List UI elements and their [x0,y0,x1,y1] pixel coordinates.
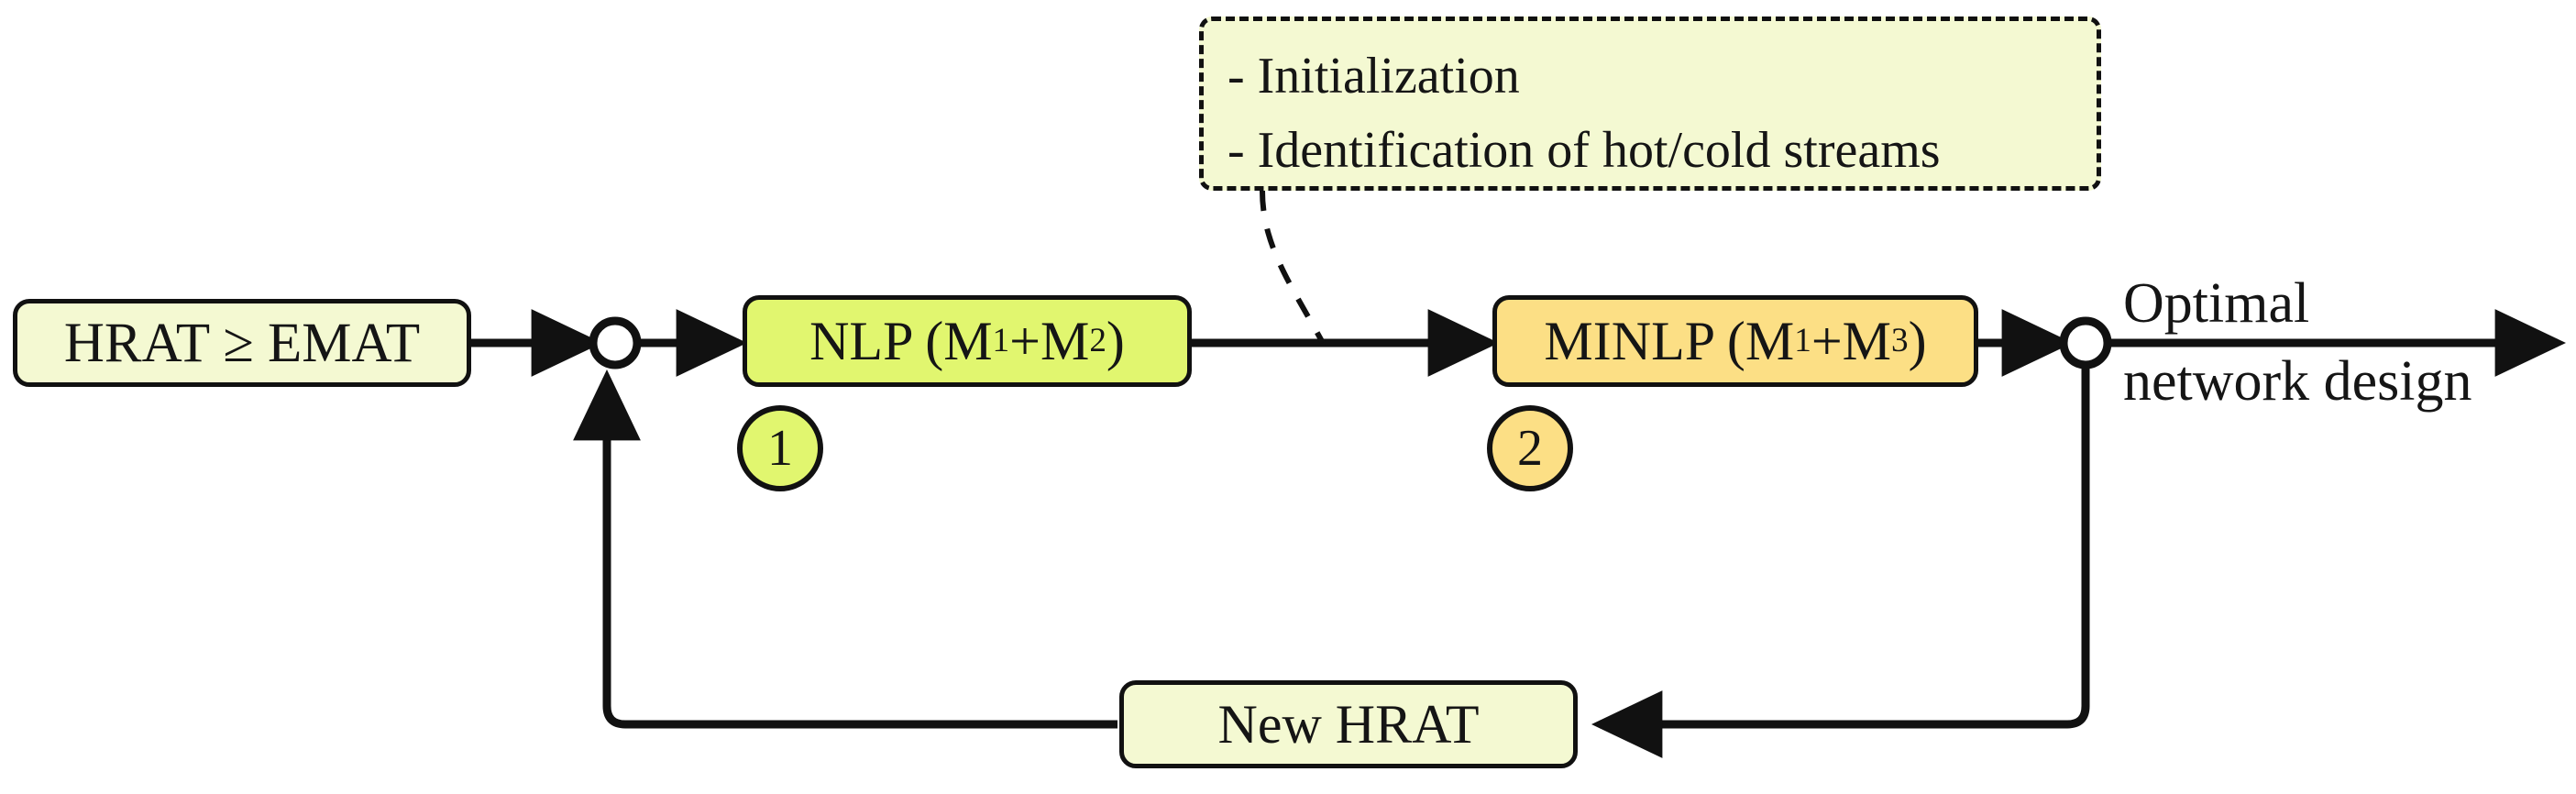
node-nlp-label-end: ) [1106,311,1125,371]
summing-junction-left [589,316,642,369]
edge-newhrat-to-junction [573,369,1117,729]
output-label-line1: Optimal [2123,272,2310,335]
callout-line-identification: - Identification of hot/cold streams [1227,122,1941,180]
step-badge-1[interactable]: 1 [737,405,823,491]
callout-annotation-box[interactable]: - Initialization - Identification of hot… [1199,17,2101,191]
node-minlp-label-mid: +M [1811,311,1891,371]
output-label-line2: network design [2123,349,2472,413]
callout-leader-line [1260,190,1326,345]
callout-line-initialization: - Initialization [1227,48,1520,105]
output-label: Optimal network design [2123,273,2554,413]
split-junction-right [2059,316,2112,369]
edge-feedback-to-newhrat [1591,363,2090,758]
node-new-hrat[interactable]: New HRAT [1119,680,1578,768]
node-hrat-emat[interactable]: HRAT ≥ EMAT [13,299,471,387]
node-minlp-label-main: MINLP (M [1544,311,1795,371]
step-badge-2[interactable]: 2 [1487,405,1573,491]
node-nlp-label-main: NLP (M [809,311,993,371]
node-minlp-label-end: ) [1908,311,1927,371]
node-nlp-label-mid: +M [1009,311,1090,371]
